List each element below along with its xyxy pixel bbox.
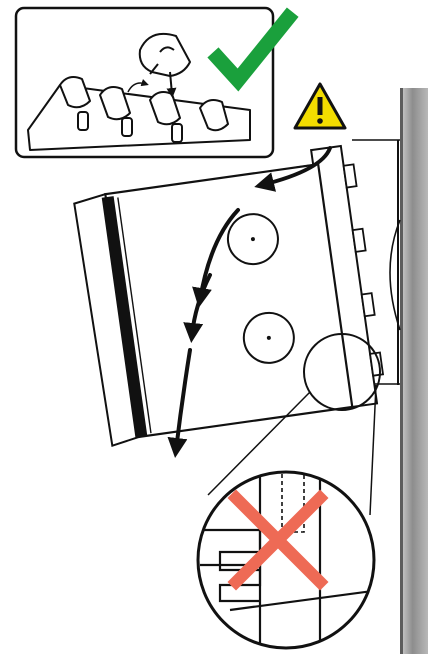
magnifier-detail [198, 450, 380, 650]
instrument-housing [71, 145, 387, 447]
warning-triangle-icon [295, 84, 345, 128]
inset-correct-panel [16, 8, 288, 157]
